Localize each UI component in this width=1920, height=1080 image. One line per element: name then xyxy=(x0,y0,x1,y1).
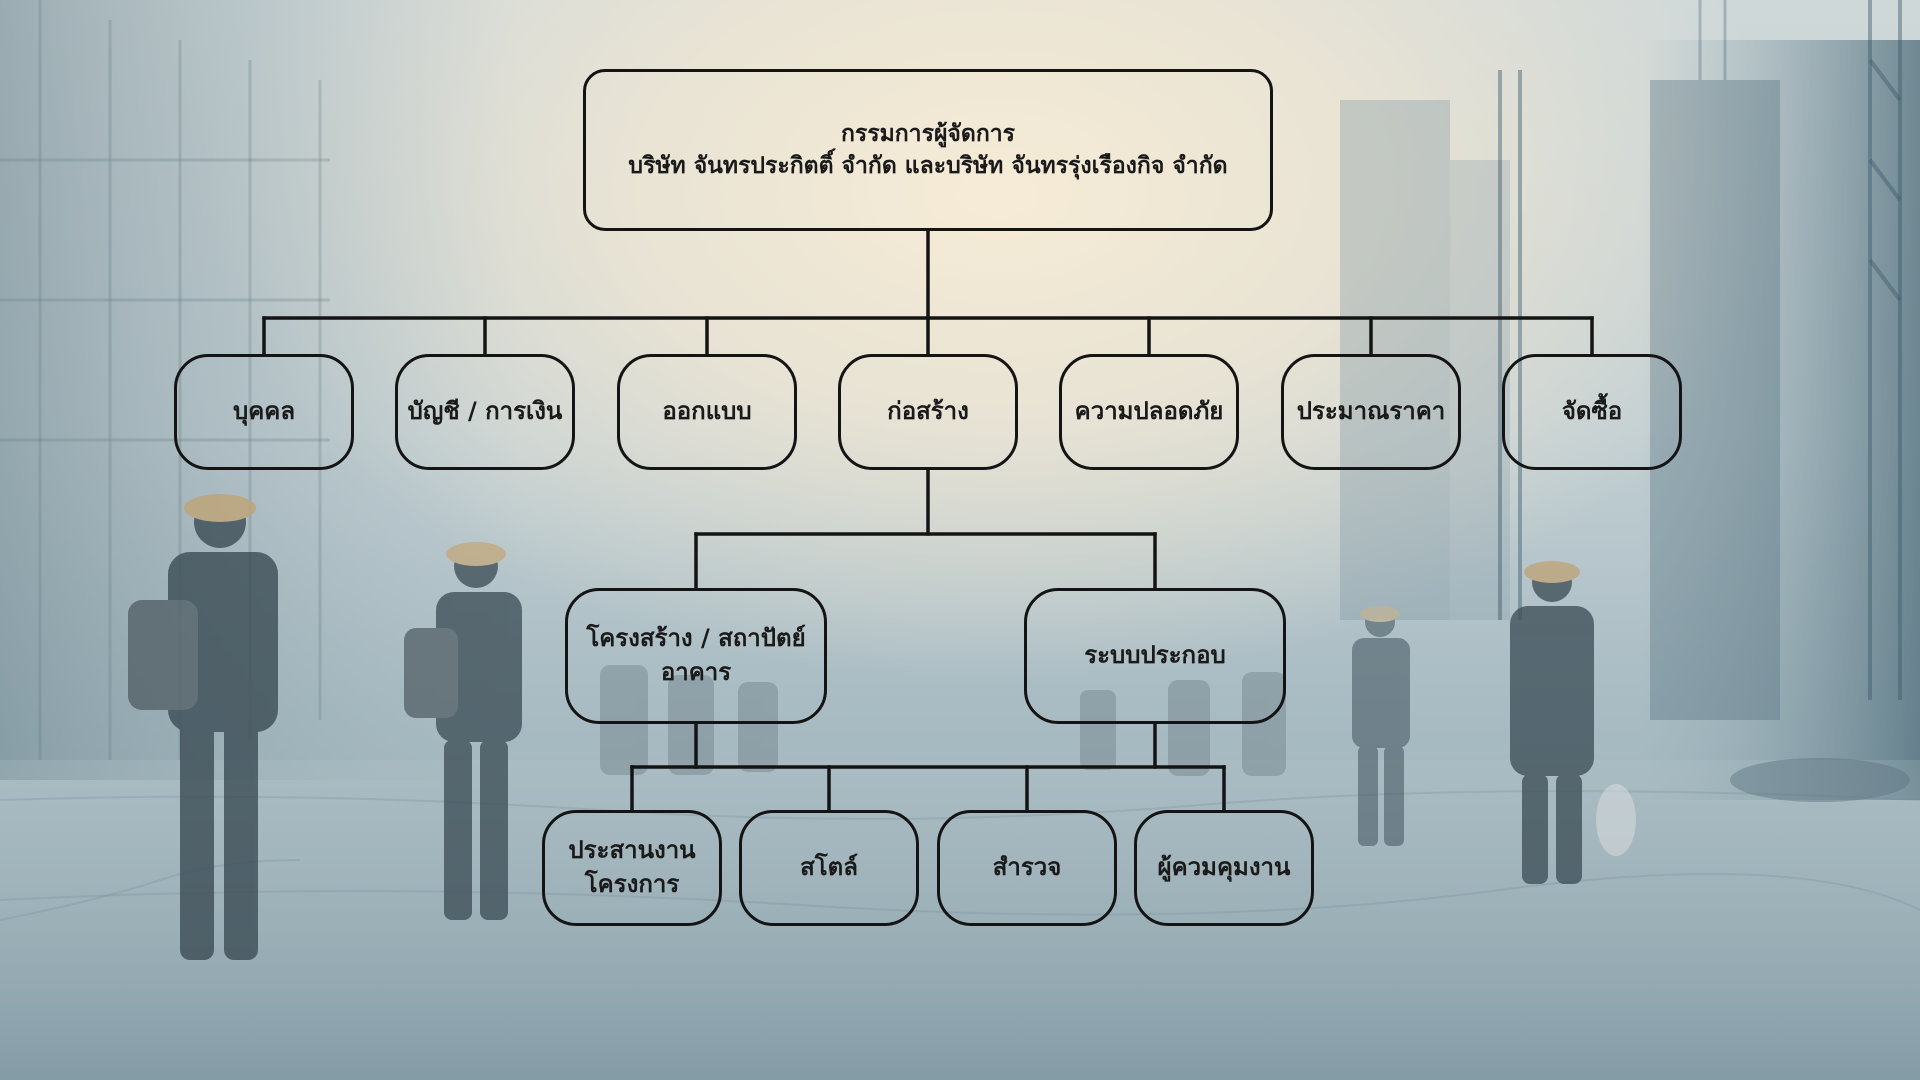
worker-figure xyxy=(1510,561,1636,884)
org-node-label: บัญชี / การเงิน xyxy=(407,397,563,426)
org-node-label: สโตล์ xyxy=(800,853,858,882)
org-node-label-line2: โครงการ xyxy=(584,870,680,898)
org-node-design: ออกแบบ xyxy=(617,354,797,470)
org-node-safety: ความปลอดภัย xyxy=(1059,354,1239,470)
org-node-label: ผู้ควมคุมงาน xyxy=(1157,853,1291,882)
worker-figure xyxy=(128,494,278,960)
org-node-label: สำรวจ xyxy=(992,853,1062,882)
org-node-label-line1: ระบบประกอบ xyxy=(1084,641,1226,670)
org-node-construction: ก่อสร้าง xyxy=(838,354,1018,470)
org-node-project-coordination: ประสานงาน โครงการ xyxy=(542,810,722,926)
org-node-survey: สำรวจ xyxy=(937,810,1117,926)
org-node-label: ออกแบบ xyxy=(662,397,752,426)
org-node-label-line2: อาคาร xyxy=(660,658,732,686)
managing-director-companies: บริษัท จันทรประกิตติ์ จำกัด และบริษัท จั… xyxy=(628,153,1228,179)
org-node-estimating: ประมาณราคา xyxy=(1281,354,1461,470)
org-node-label: บุคคล xyxy=(232,397,296,426)
org-node-site-supervisor: ผู้ควมคุมงาน xyxy=(1134,810,1314,926)
org-node-label: จัดซื้อ xyxy=(1561,397,1623,426)
worker-figure xyxy=(404,542,522,920)
org-node-label-line1: ประสานงาน xyxy=(568,836,696,865)
org-node-building-systems: ระบบประกอบ xyxy=(1024,588,1286,724)
org-node-label-line1: โครงสร้าง / สถาปัตย์ xyxy=(586,624,806,653)
org-node-managing-director: กรรมการผู้จัดการ บริษัท จันทรประกิตติ์ จ… xyxy=(583,69,1273,231)
worker-figure xyxy=(600,665,1286,776)
org-node-structure-architecture: โครงสร้าง / สถาปัตย์ อาคาร xyxy=(565,588,827,724)
managing-director-title: กรรมการผู้จัดการ xyxy=(840,120,1016,147)
org-node-procurement: จัดซื้อ xyxy=(1502,354,1682,470)
worker-figure xyxy=(1352,606,1410,846)
org-node-label: ประมาณราคา xyxy=(1296,397,1446,426)
org-node-store: สโตล์ xyxy=(739,810,919,926)
org-node-accounting-finance: บัญชี / การเงิน xyxy=(395,354,575,470)
org-node-label: ความปลอดภัย xyxy=(1074,397,1224,426)
org-node-label: ก่อสร้าง xyxy=(887,397,969,426)
org-node-hr: บุคคล xyxy=(174,354,354,470)
